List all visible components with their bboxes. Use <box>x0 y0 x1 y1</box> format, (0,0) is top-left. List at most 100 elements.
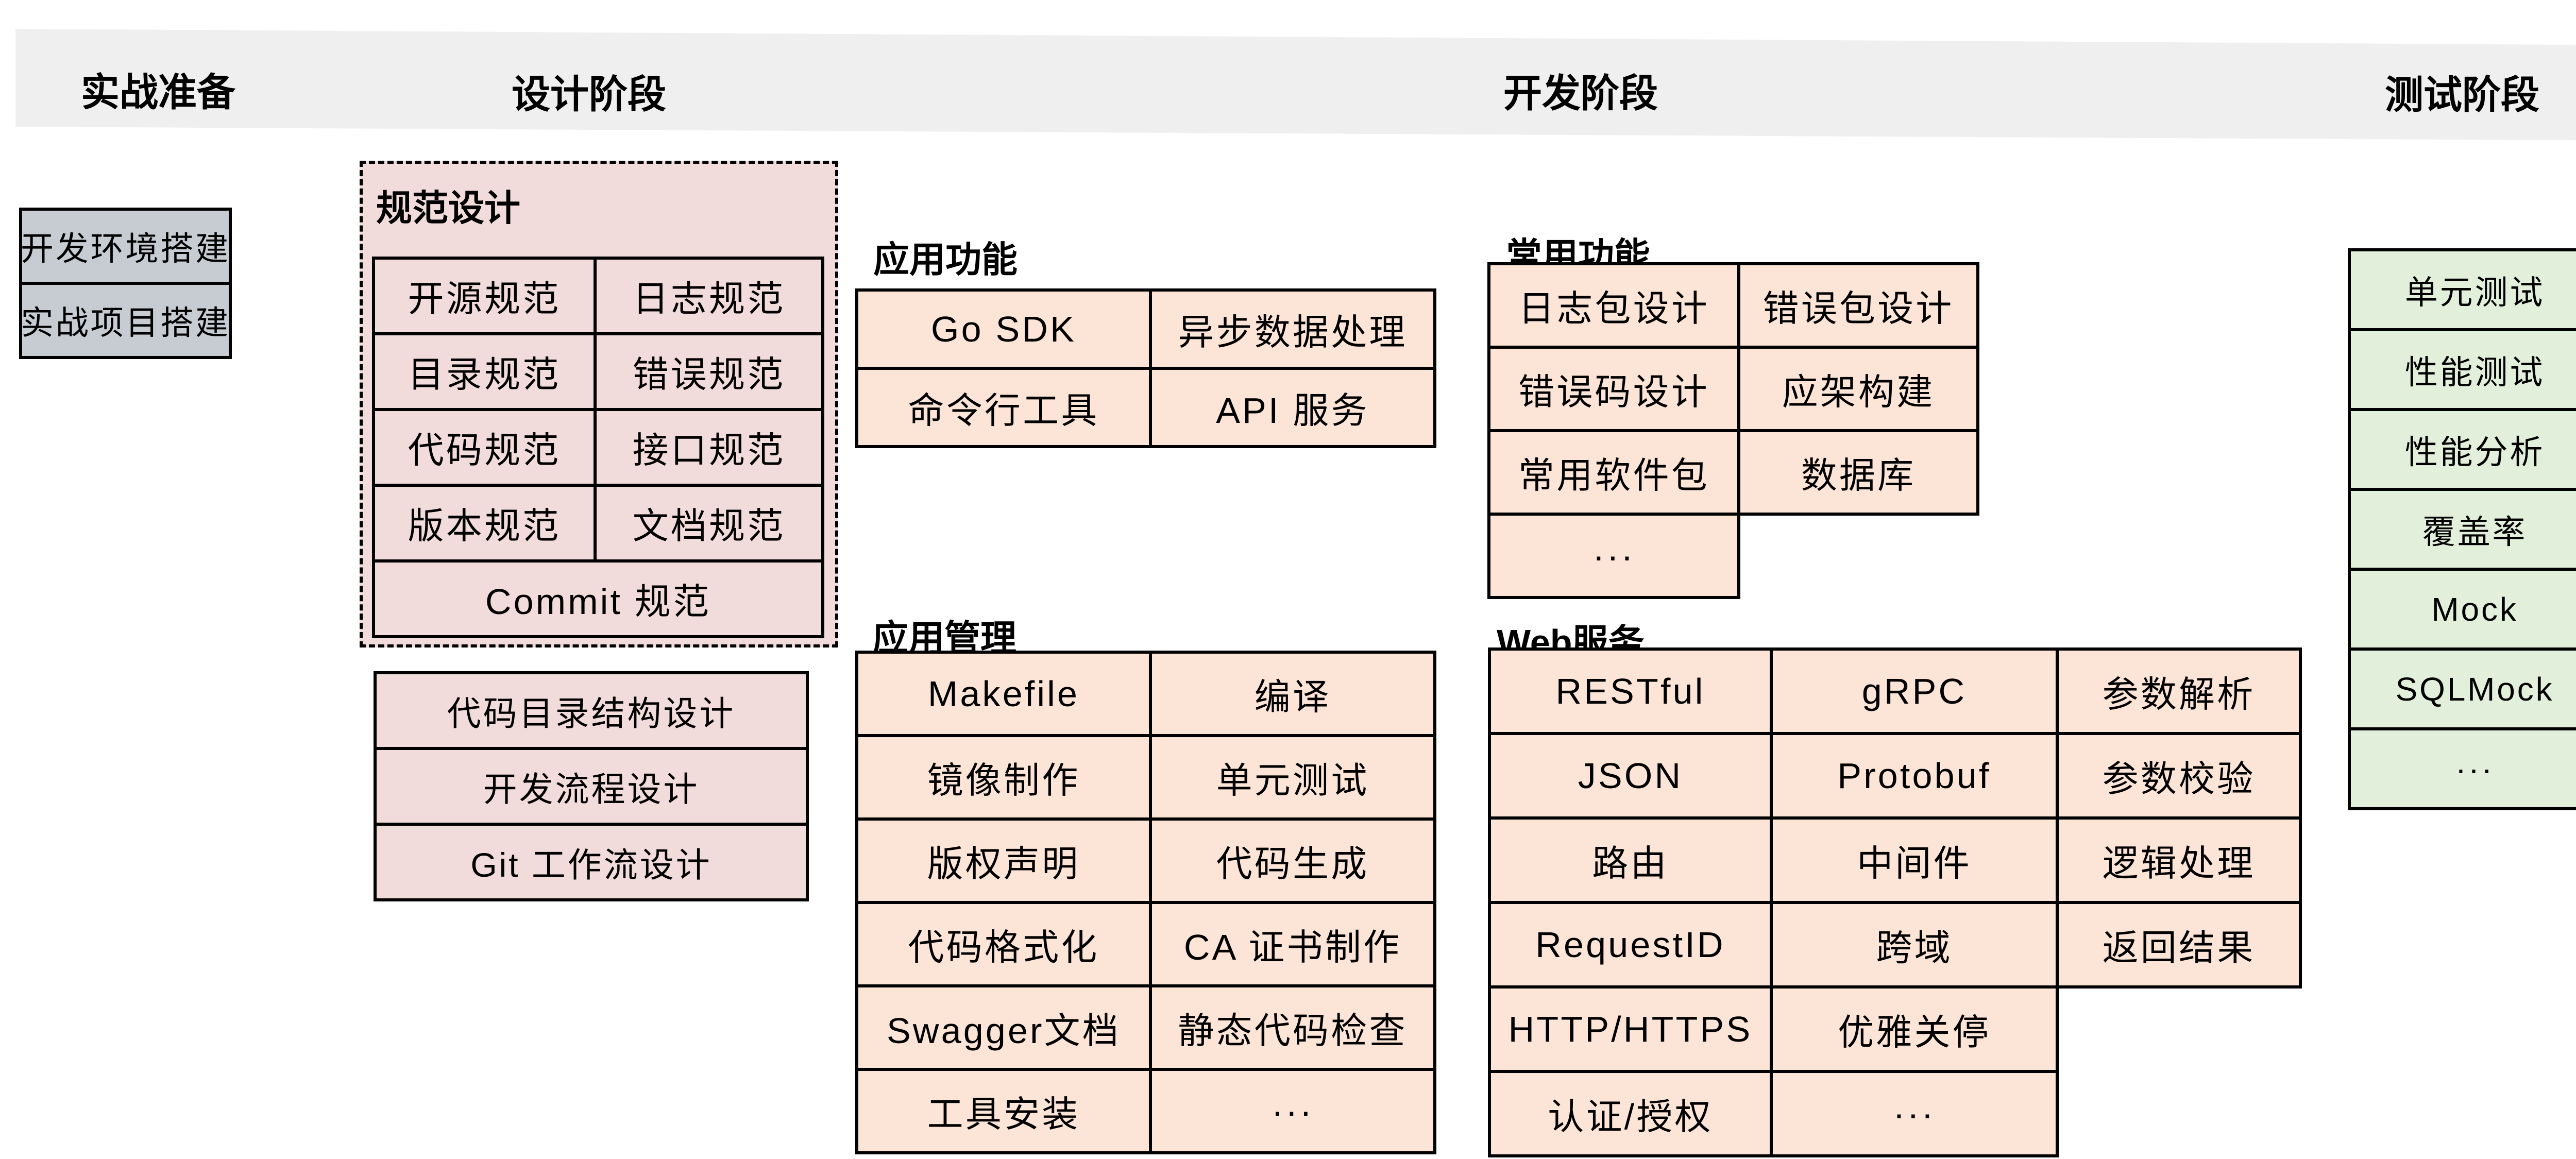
table-cell: 代码格式化 <box>855 901 1152 987</box>
table-row: 版本规范 文档规范 <box>372 484 824 563</box>
table-row: 代码规范 接口规范 <box>372 408 824 487</box>
table-cell: 单元测试 <box>1149 734 1436 821</box>
table-cell: RequestID <box>1488 901 1773 988</box>
table-row: Mock <box>2348 568 2576 651</box>
ellipsis-cell: ··· <box>1487 513 1740 599</box>
list-item: Git 工作流设计 <box>374 823 809 901</box>
table-row: 开发流程设计 <box>374 747 809 826</box>
common-features-table: 日志包设计 错误包设计 错误码设计 应架构建 常用软件包 数据库 ··· <box>1487 262 1979 599</box>
ellipsis-cell: ··· <box>1770 1070 2059 1157</box>
table-row: RESTful gRPC 参数解析 <box>1488 647 2302 735</box>
table-cell: 数据库 <box>1737 429 1979 516</box>
table-cell: 镜像制作 <box>855 734 1152 821</box>
table-row: Makefile 编译 <box>855 651 1436 737</box>
test-phase-column: 单元测试 性能测试 性能分析 覆盖率 Mock SQLMock ··· <box>2348 248 2576 810</box>
list-item: 代码目录结构设计 <box>374 671 809 750</box>
table-row: 工具安装 ··· <box>855 1068 1436 1154</box>
table-row: 命令行工具 API 服务 <box>855 367 1436 448</box>
table-cell: 工具安装 <box>855 1068 1152 1154</box>
list-item: 覆盖率 <box>2348 488 2576 571</box>
list-item: 开发流程设计 <box>374 747 809 826</box>
table-cell: 代码生成 <box>1149 817 1436 904</box>
table-cell: 异步数据处理 <box>1149 288 1436 370</box>
table-row: 路由 中间件 逻辑处理 <box>1488 816 2302 904</box>
table-cell: 常用软件包 <box>1487 429 1740 516</box>
table-cell: Go SDK <box>855 288 1152 370</box>
table-row: JSON Protobuf 参数校验 <box>1488 732 2302 820</box>
table-cell: 文档规范 <box>594 484 824 563</box>
table-cell: JSON <box>1488 732 1773 820</box>
table-cell: 代码规范 <box>372 408 597 487</box>
table-row: 性能测试 <box>2348 328 2576 411</box>
table-cell: 返回结果 <box>2056 901 2302 988</box>
list-item: 实战项目搭建 <box>19 282 232 359</box>
spec-design-title: 规范设计 <box>376 188 520 228</box>
table-cell: HTTP/HTTPS <box>1488 985 1773 1073</box>
table-row: 错误码设计 应架构建 <box>1487 346 1979 432</box>
table-row: 版权声明 代码生成 <box>855 817 1436 904</box>
table-cell: 应架构建 <box>1737 346 1979 432</box>
table-cell: 接口规范 <box>594 408 824 487</box>
table-row: 单元测试 <box>2348 248 2576 331</box>
table-cell: 错误包设计 <box>1737 262 1979 349</box>
table-row: HTTP/HTTPS 优雅关停 <box>1488 985 2302 1073</box>
table-cell: API 服务 <box>1149 367 1436 448</box>
table-row: Go SDK 异步数据处理 <box>855 288 1436 370</box>
table-cell: 版权声明 <box>855 817 1152 904</box>
table-cell: Protobuf <box>1770 732 2059 820</box>
table-row: 覆盖率 <box>2348 488 2576 571</box>
table-cell: 参数校验 <box>2056 732 2302 820</box>
stage-label-test: 测试阶段 <box>2385 73 2540 116</box>
table-cell: gRPC <box>1770 647 2059 735</box>
table-row: 日志包设计 错误包设计 <box>1487 262 1979 349</box>
table-row: 实战项目搭建 <box>19 282 232 359</box>
table-cell: 错误码设计 <box>1487 346 1740 432</box>
table-row: 性能分析 <box>2348 408 2576 491</box>
table-cell: 跨域 <box>1770 901 2059 988</box>
table-row: ··· <box>2348 727 2576 810</box>
ellipsis-cell: ··· <box>2348 727 2576 810</box>
design-steps-box: 代码目录结构设计 开发流程设计 Git 工作流设计 <box>374 671 809 901</box>
list-item: 单元测试 <box>2348 248 2576 331</box>
table-cell: 静态代码检查 <box>1149 984 1436 1071</box>
arrow-shape <box>15 29 2576 141</box>
table-cell: 逻辑处理 <box>2056 816 2302 904</box>
list-item: Mock <box>2348 568 2576 651</box>
table-cell: RESTful <box>1488 647 1773 735</box>
table-cell: Swagger文档 <box>855 984 1152 1071</box>
web-service-table: RESTful gRPC 参数解析 JSON Protobuf 参数校验 路由 … <box>1488 647 2302 1157</box>
stage-label-dev: 开发阶段 <box>1503 72 1658 115</box>
app-features-title: 应用功能 <box>873 240 1018 280</box>
list-item: SQLMock <box>2348 647 2576 730</box>
table-cell: Makefile <box>855 651 1152 737</box>
table-row: ··· <box>1487 513 1979 599</box>
table-row: Git 工作流设计 <box>374 823 809 901</box>
table-row: 认证/授权 ··· <box>1488 1070 2302 1157</box>
list-item: 性能测试 <box>2348 328 2576 411</box>
app-features-table: Go SDK 异步数据处理 命令行工具 API 服务 <box>855 288 1436 448</box>
table-cell: 版本规范 <box>372 484 597 563</box>
table-cell: 参数解析 <box>2056 647 2302 735</box>
table-cell: 目录规范 <box>372 332 597 411</box>
table-cell: Commit 规范 <box>372 559 824 638</box>
table-row: Commit 规范 <box>372 559 824 638</box>
table-row: 代码目录结构设计 <box>374 671 809 750</box>
table-cell: 日志包设计 <box>1487 262 1740 349</box>
stage-arrow-banner <box>15 29 2576 141</box>
stage-label-prep: 实战准备 <box>81 71 236 114</box>
list-item: 性能分析 <box>2348 408 2576 491</box>
table-row: 常用软件包 数据库 <box>1487 429 1979 516</box>
prep-box: 开发环境搭建 实战项目搭建 <box>19 208 232 359</box>
list-item: 开发环境搭建 <box>19 208 232 285</box>
table-cell: CA 证书制作 <box>1149 901 1436 987</box>
table-row: 开发环境搭建 <box>19 208 232 285</box>
table-cell: 路由 <box>1488 816 1773 904</box>
table-cell: 编译 <box>1149 651 1436 737</box>
table-row: 代码格式化 CA 证书制作 <box>855 901 1436 987</box>
ellipsis-cell: ··· <box>1149 1068 1436 1154</box>
table-row: 镜像制作 单元测试 <box>855 734 1436 821</box>
table-cell: 命令行工具 <box>855 367 1152 448</box>
app-mgmt-table: Makefile 编译 镜像制作 单元测试 版权声明 代码生成 代码格式化 CA… <box>855 651 1436 1154</box>
spec-design-table: 开源规范 日志规范 目录规范 错误规范 代码规范 接口规范 版本规范 文档规范 … <box>372 257 824 638</box>
table-row: RequestID 跨域 返回结果 <box>1488 901 2302 988</box>
